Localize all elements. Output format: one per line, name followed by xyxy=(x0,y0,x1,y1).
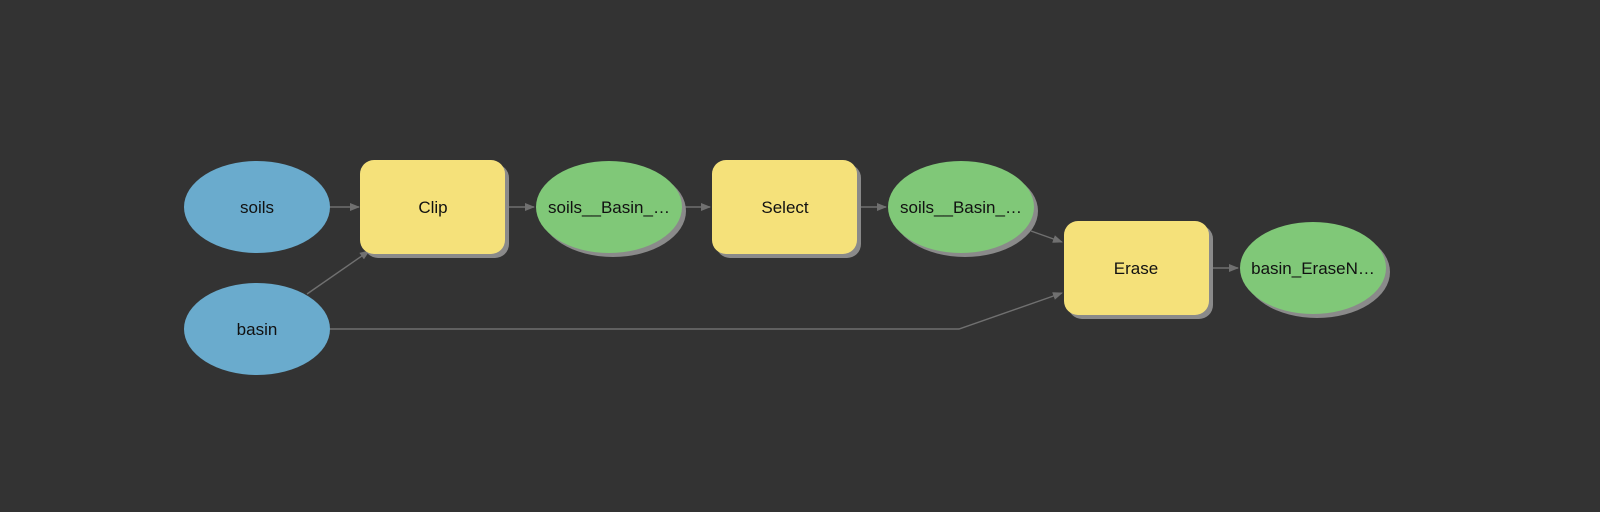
basin-label: basin xyxy=(237,320,278,339)
erase-label: Erase xyxy=(1114,259,1158,278)
connector-soils-basin-2-to-erase[interactable] xyxy=(1030,230,1063,243)
soils-label: soils xyxy=(240,198,274,217)
basin-erase-label: basin_EraseN… xyxy=(1251,259,1375,278)
basin-erase-ellipse xyxy=(1240,222,1386,314)
clip-label: Clip xyxy=(418,198,447,217)
node-soils[interactable]: soils xyxy=(184,161,330,253)
soils-ellipse xyxy=(184,161,330,253)
node-basin[interactable]: basin xyxy=(184,283,330,375)
node-select[interactable]: Select xyxy=(712,160,861,258)
node-soils-basin-output-1[interactable]: soils__Basin_… xyxy=(536,161,686,257)
connector-basin-to-erase[interactable] xyxy=(330,292,1063,330)
soils-basin-1-ellipse xyxy=(536,161,682,253)
node-basin-erase-output[interactable]: basin_EraseN… xyxy=(1240,222,1390,318)
select-box xyxy=(712,160,857,254)
soils-basin-2-label: soils__Basin_… xyxy=(900,198,1022,217)
soils-basin-1-label: soils__Basin_… xyxy=(548,198,670,217)
soils-basin-2-ellipse xyxy=(888,161,1034,253)
basin-ellipse xyxy=(184,283,330,375)
node-clip[interactable]: Clip xyxy=(360,160,509,258)
select-label: Select xyxy=(761,198,809,217)
clip-box xyxy=(360,160,505,254)
connectors xyxy=(306,203,1239,330)
node-soils-basin-output-2[interactable]: soils__Basin_… xyxy=(888,161,1038,257)
node-erase[interactable]: Erase xyxy=(1064,221,1213,319)
connector-basin-to-clip[interactable] xyxy=(306,250,370,295)
erase-box xyxy=(1064,221,1209,315)
